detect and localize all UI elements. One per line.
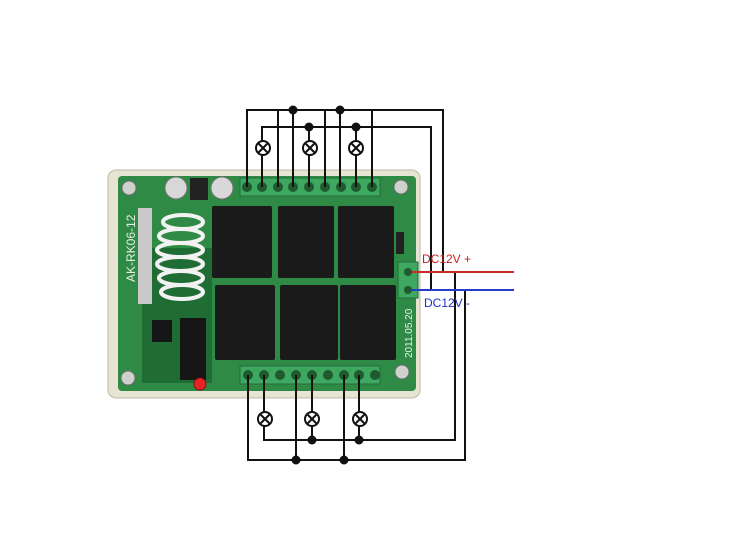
terminal-screw [370, 370, 380, 380]
relay [338, 206, 394, 278]
mount-hole [120, 370, 136, 386]
junction-dot [307, 435, 317, 445]
lamp-icon [348, 140, 364, 156]
relay [212, 206, 272, 278]
power-terminal-screw [404, 268, 412, 276]
junction-dot [288, 105, 298, 115]
capacitor [164, 176, 188, 200]
junction-dot [335, 105, 345, 115]
smd-chip [152, 320, 172, 342]
status-led [193, 377, 207, 391]
lamp-icon [255, 140, 271, 156]
dc-negative-label: DC12V - [424, 296, 470, 310]
receiver-board: AK-RK06-12 2011.05.20 [107, 169, 421, 399]
capacitor [210, 176, 234, 200]
relay [278, 206, 334, 278]
relay [340, 285, 396, 360]
bottom-terminals [243, 370, 380, 380]
junction-dot [339, 455, 349, 465]
lamp-icon [302, 140, 318, 156]
mount-hole [393, 179, 409, 195]
wire [261, 126, 432, 290]
top-terminals [242, 182, 377, 192]
top-wiring [246, 109, 444, 290]
wire [247, 290, 466, 461]
lamp-icon [352, 411, 368, 427]
terminal-screw [323, 370, 333, 380]
decoder-chip [180, 318, 206, 380]
lamp-icon [304, 411, 320, 427]
power-terminal-screw [404, 286, 412, 294]
junctions [288, 105, 364, 465]
junction-dot [304, 122, 314, 132]
relay [215, 285, 275, 360]
junction-dot [351, 122, 361, 132]
board-date-label: 2011.05.20 [404, 308, 415, 358]
crystal [190, 178, 208, 200]
relay [280, 285, 338, 360]
dc-positive-label: DC12V + [422, 252, 471, 266]
wire [246, 109, 444, 272]
antenna-coil [138, 208, 205, 304]
board-model-label: AK-RK06-12 [124, 214, 138, 282]
terminal-screw [275, 370, 285, 380]
mount-hole [121, 180, 137, 196]
junction-dot [354, 435, 364, 445]
mount-hole [394, 364, 410, 380]
diode [396, 232, 404, 254]
junction-dot [291, 455, 301, 465]
lamp-icon [257, 411, 273, 427]
